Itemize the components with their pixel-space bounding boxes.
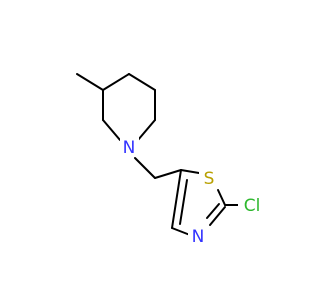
bond-c2-n3-double: [209, 206, 226, 226]
bond-c6-n1: [137, 119, 156, 141]
bond-c3-methyl: [76, 73, 104, 91]
bond-n3-c4: [171, 227, 191, 236]
bond-s1-c2: [217, 189, 226, 206]
methylene-linker: [134, 157, 182, 179]
bond-n1-ch2: [134, 157, 156, 179]
bond-ch2-c5thiazole: [154, 169, 182, 179]
bond-c4-c5-double-inner: [179, 179, 188, 225]
bond-c3-c4: [102, 73, 130, 91]
atom-labels: N S Cl N: [120, 137, 266, 247]
atom-nitrogen-thiazole: N: [192, 227, 205, 247]
thiazole-ring: [171, 169, 239, 236]
atom-nitrogen-piperidine: N: [123, 138, 136, 158]
bond-c4-c5-double: [171, 169, 182, 229]
bond-c2-n3-double-inner: [206, 203, 220, 219]
molecule-structure: N S Cl N: [76, 73, 266, 247]
atom-sulfur: S: [204, 169, 215, 189]
atom-chlorine: Cl: [244, 196, 261, 216]
bond-n1-c2: [102, 119, 121, 141]
molecule-canvas: N S Cl N: [76, 73, 266, 247]
bond-c4-c5: [128, 73, 156, 91]
piperidine-ring: [76, 73, 156, 141]
